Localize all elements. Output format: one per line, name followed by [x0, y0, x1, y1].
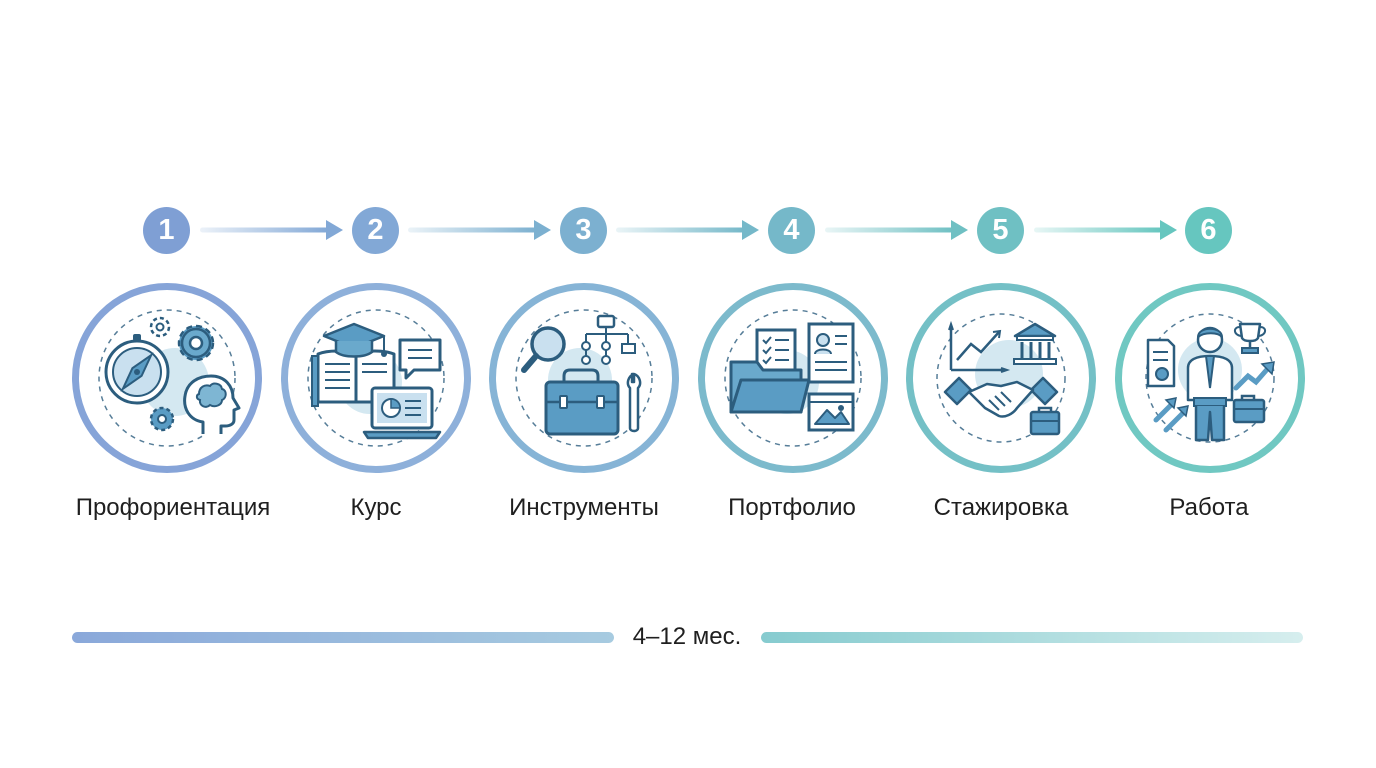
step-label-6: Работа	[1169, 494, 1249, 521]
toolbox-magnifier-flowchart-icon	[515, 309, 653, 447]
step-circle-5	[906, 283, 1096, 473]
compass-brain-gears-icon	[98, 309, 241, 447]
arrow-1-2	[200, 220, 343, 240]
step-number-6: 6	[1185, 207, 1232, 254]
folder-documents-icon	[724, 309, 862, 447]
step-number-5: 5	[977, 207, 1024, 254]
step-label-4: Портфолио	[728, 494, 856, 521]
arrow-3-4	[616, 220, 759, 240]
step-number-2: 2	[352, 207, 399, 254]
step-circle-2	[281, 283, 471, 473]
arrow-4-5	[825, 220, 968, 240]
step-circle-3	[489, 283, 679, 473]
step-label-3: Инструменты	[509, 494, 659, 521]
step-number-3: 3	[560, 207, 607, 254]
duration-label: 4–12 мес.	[632, 623, 742, 650]
step-circle-1	[72, 283, 262, 473]
graduation-book-laptop-icon	[307, 309, 445, 447]
step-label-2: Курс	[350, 494, 402, 521]
arrow-5-6	[1034, 220, 1177, 240]
step-number-1: 1	[143, 207, 190, 254]
step-label-5: Стажировка	[933, 494, 1069, 521]
timeline-bar-left	[72, 632, 614, 643]
handshake-chart-bank-icon	[936, 313, 1066, 443]
step-circle-4	[698, 283, 888, 473]
professional-trophy-growth-icon	[1145, 313, 1275, 443]
step-number-4: 4	[768, 207, 815, 254]
arrow-2-3	[408, 220, 551, 240]
step-circle-6	[1115, 283, 1305, 473]
timeline-bar-right	[761, 632, 1303, 643]
step-label-1: Профориентация	[75, 494, 271, 521]
